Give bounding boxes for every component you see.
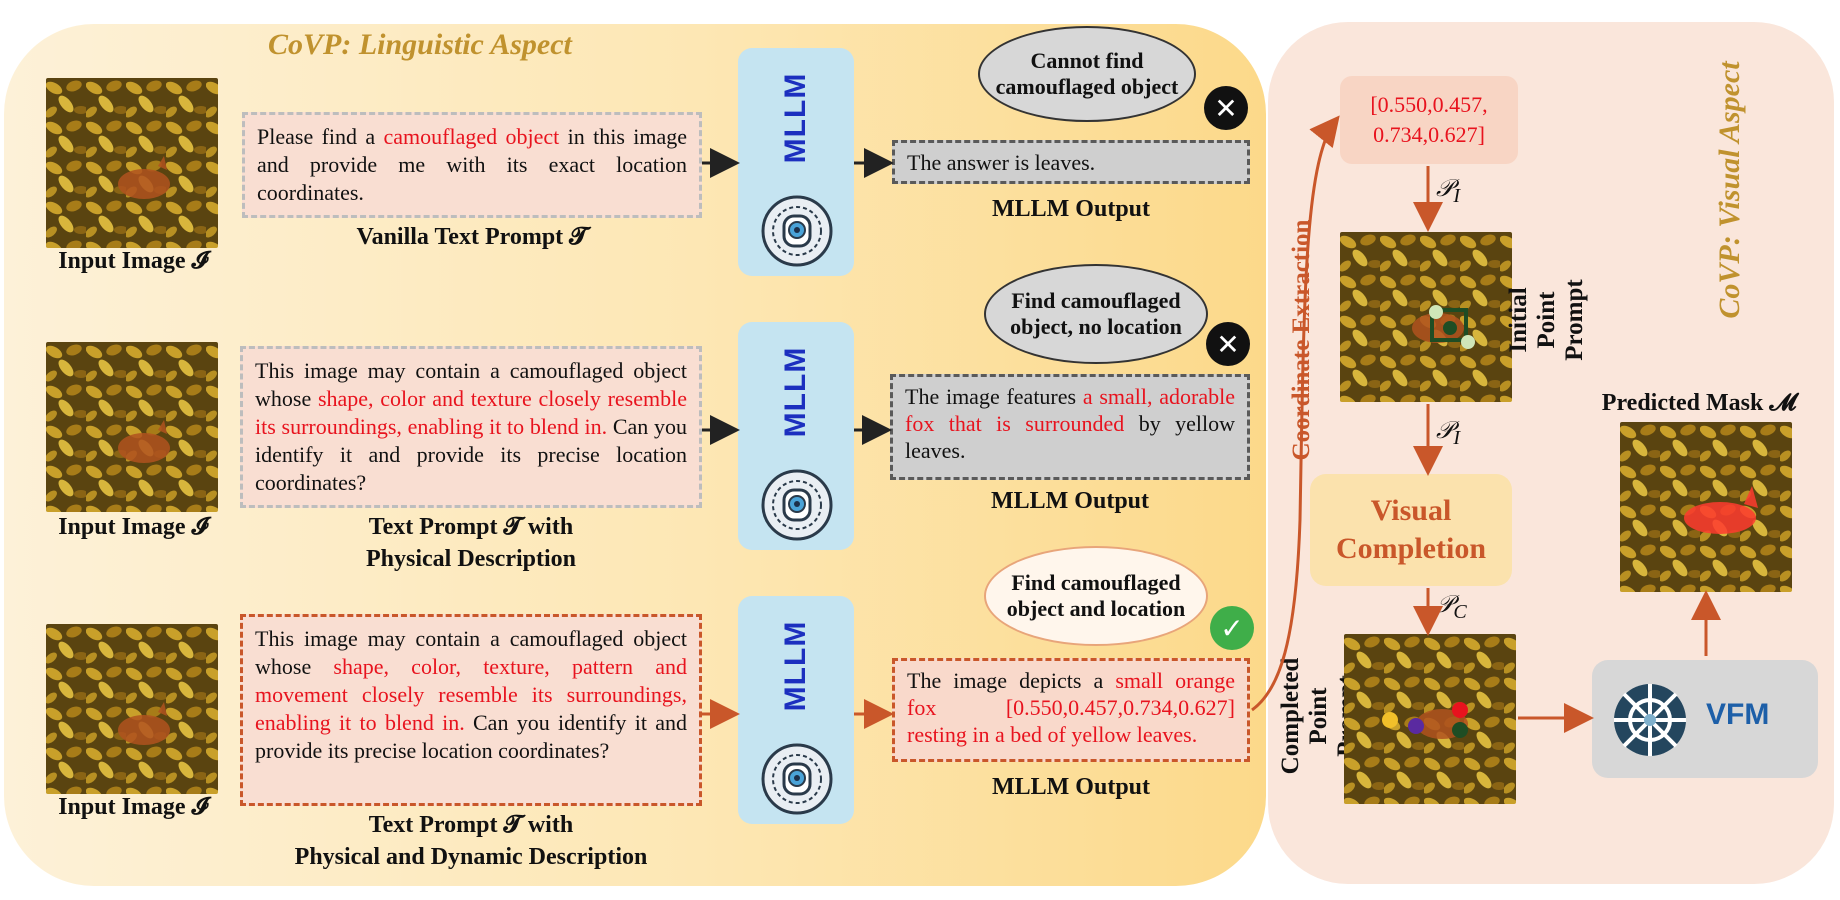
mllm-block-2: MLLM xyxy=(738,322,854,550)
prompt-caption-2a: Text Prompt 𝓣 with xyxy=(368,514,574,540)
plain-text: Can you identify it and provide its prec… xyxy=(255,710,687,763)
output-box-1: The answer is leaves. xyxy=(892,140,1250,184)
cross-icon: ✕ xyxy=(1206,322,1250,366)
highlighted-text: shape, color, texture, pattern and movem… xyxy=(255,654,687,735)
input-caption-2: Input Image 𝓘 xyxy=(58,514,208,540)
robot-icon xyxy=(760,468,834,542)
plain-text: The image depicts a xyxy=(907,668,1116,693)
plain-text: by yellow leaves. xyxy=(905,411,1235,463)
speech-bubble-2: Find camouflaged object, no location xyxy=(984,264,1208,364)
speech-bubble-1: Cannot find camouflaged object xyxy=(978,26,1196,122)
highlighted-text: a small, adorable fox that is surrounded xyxy=(905,384,1235,436)
predicted-mask-label: Predicted Mask 𝓜 xyxy=(1601,390,1797,416)
output-box-2: The image features a small, adorable fox… xyxy=(890,374,1250,480)
plain-text: This image may contain a camouflaged obj… xyxy=(255,626,687,679)
p-initial-label-1: 𝒫I xyxy=(1436,176,1460,207)
prompt-box-3: This image may contain a camouflaged obj… xyxy=(240,614,702,806)
initial-point-image xyxy=(1340,232,1512,402)
vfm-block: VFM xyxy=(1592,660,1818,778)
prompt-caption-3b: Physical and Dynamic Description xyxy=(294,844,648,870)
vfm-logo-icon xyxy=(1610,680,1690,760)
plain-text: in this image and provide me with its ex… xyxy=(257,124,688,205)
plain-text: Please find a xyxy=(257,124,384,149)
plain-text: Can you identify it and provide its prec… xyxy=(255,414,687,495)
cross-icon: ✕ xyxy=(1204,86,1248,130)
input-caption-3: Input Image 𝓘 xyxy=(58,794,208,820)
robot-icon xyxy=(760,742,834,816)
plain-text: The answer is leaves. xyxy=(907,150,1096,175)
p-initial-label-2: 𝒫I xyxy=(1436,418,1460,449)
prompt-box-2: This image may contain a camouflaged obj… xyxy=(240,346,702,508)
prompt-box-1: Please find a camouflaged object in this… xyxy=(242,112,702,218)
prompt-caption-3a: Text Prompt 𝓣 with xyxy=(368,812,574,838)
output-caption-2: MLLM Output xyxy=(990,488,1149,514)
visual-completion-box: Visual Completion xyxy=(1310,474,1512,586)
check-icon: ✓ xyxy=(1210,606,1254,650)
highlighted-text: small orange fox [0.550,0.457,0.734,0.62… xyxy=(907,668,1235,747)
linguistic-title: CoVP: Linguistic Aspect xyxy=(268,28,572,61)
mllm-block-3: MLLM xyxy=(738,596,854,824)
output-caption-1: MLLM Output xyxy=(991,196,1150,222)
predicted-mask-image xyxy=(1620,422,1792,592)
mllm-block-1: MLLM xyxy=(738,48,854,276)
output-box-3: The image depicts a small orange fox [0.… xyxy=(892,658,1250,762)
highlighted-text: camouflaged object xyxy=(383,124,560,149)
robot-icon xyxy=(760,194,834,268)
highlighted-text: shape, color and texture closely resembl… xyxy=(255,386,687,439)
input-caption-1: Input Image 𝓘 xyxy=(58,248,208,274)
input-image-2 xyxy=(46,342,218,512)
speech-bubble-3: Find camouflaged object and location xyxy=(984,546,1208,646)
coordinates-box: [0.550,0.457, 0.734,0.627] xyxy=(1340,76,1518,164)
input-image-1 xyxy=(46,78,218,248)
input-image-3 xyxy=(46,624,218,794)
plain-text: The image features xyxy=(905,384,1083,409)
prompt-caption-2b: Physical Description xyxy=(366,546,576,572)
output-caption-3: MLLM Output xyxy=(991,774,1150,800)
completed-point-image xyxy=(1344,634,1516,804)
plain-text: This image may contain a camouflaged obj… xyxy=(255,358,687,411)
prompt-caption-1: Vanilla Text Prompt 𝓣 xyxy=(356,224,588,250)
